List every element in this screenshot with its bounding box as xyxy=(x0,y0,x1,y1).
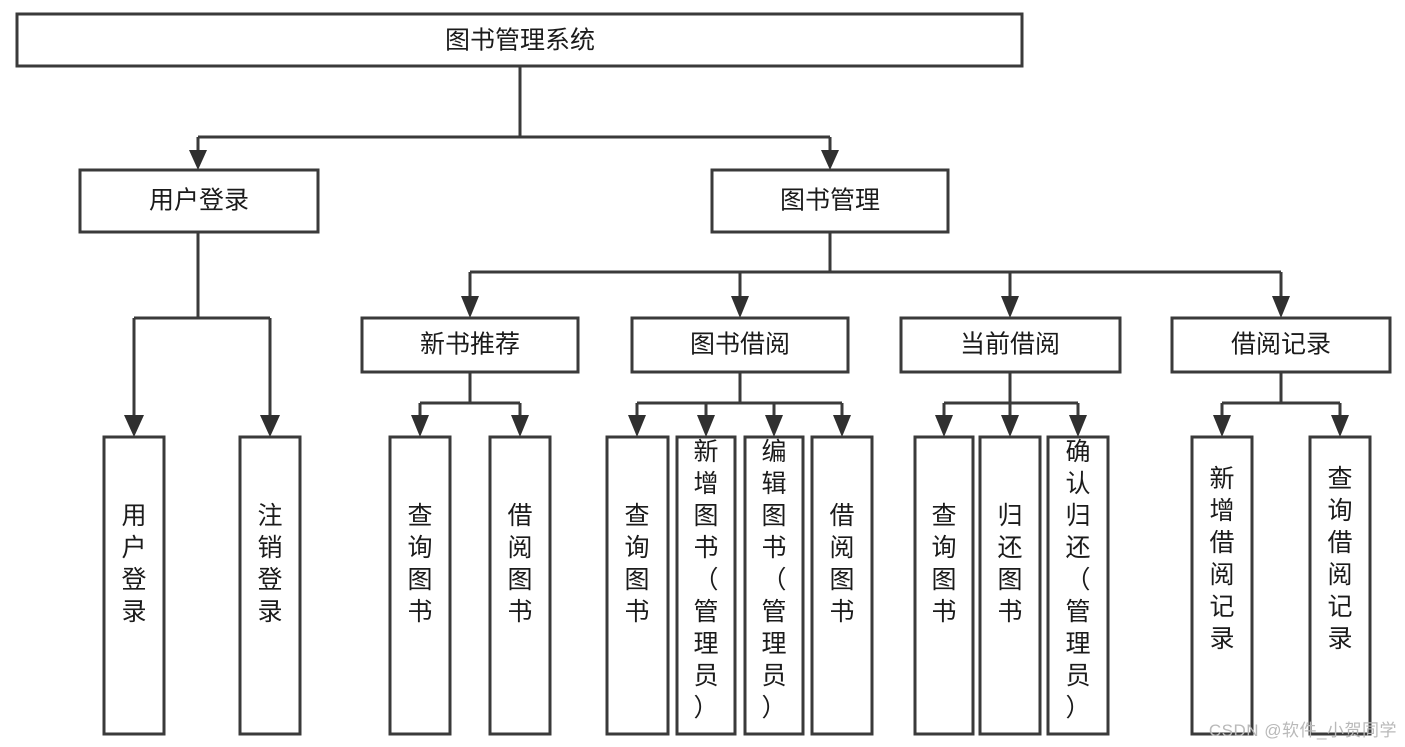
leaf-box[interactable] xyxy=(388,435,452,736)
arrow-icon-leaf-logout xyxy=(260,415,280,437)
arrow-icon-leaf-user-login xyxy=(124,415,144,437)
node-book-management[interactable]: 图书管理 xyxy=(710,168,950,234)
leaf-node[interactable]: 新增借阅记录 xyxy=(1190,435,1254,736)
node-borrow-record-label: 借阅记录 xyxy=(1231,331,1331,359)
leaf-node[interactable]: 查询图书 xyxy=(388,435,452,736)
leaf-box[interactable] xyxy=(605,435,670,736)
leaf-box[interactable] xyxy=(1046,435,1110,736)
arrow-icon-leaf-currentborrow-2 xyxy=(1001,415,1019,437)
node-borrow-record[interactable]: 借阅记录 xyxy=(1170,316,1392,374)
arrow-icon-leaf-bookborrow-2 xyxy=(697,415,715,437)
leaf-node[interactable]: 编辑图书（管理员） xyxy=(743,435,805,736)
leaf-label: 确认归还（管理员） xyxy=(1065,438,1090,722)
leaf-node[interactable]: 借阅图书 xyxy=(810,435,874,736)
leaf-label: 查询图书 xyxy=(624,502,649,626)
leaf-node[interactable]: 查询借阅记录 xyxy=(1308,435,1372,736)
leaf-box[interactable] xyxy=(1190,435,1254,736)
arrow-icon-leaf-currentborrow-1 xyxy=(935,415,953,437)
leaf-label: 借阅图书 xyxy=(829,502,854,626)
arrow-icon-leaf-borrowrecord-2 xyxy=(1331,415,1349,437)
arrow-icon-to-book-manage xyxy=(821,150,839,170)
node-user-login-label: 用户登录 xyxy=(149,187,249,215)
leaf-box[interactable] xyxy=(913,435,975,736)
arrow-icon-to-borrow-record xyxy=(1272,296,1290,318)
arrow-icon-to-user-login xyxy=(189,150,207,170)
leaf-label: 用户登录 xyxy=(121,502,146,626)
leaf-node[interactable]: 查询图书 xyxy=(913,435,975,736)
leaf-label: 查询图书 xyxy=(407,502,432,626)
node-root-box[interactable] xyxy=(15,12,1024,68)
arrow-icon-leaf-borrowrecord-1 xyxy=(1213,415,1231,437)
leaf-node[interactable]: 借阅图书 xyxy=(488,435,552,736)
node-user-login-box[interactable] xyxy=(78,168,320,234)
leaf-node[interactable]: 新增图书（管理员） xyxy=(675,435,737,736)
node-root-label: 图书管理系统 xyxy=(445,27,595,55)
arrow-icon-leaf-newbook-1 xyxy=(411,415,429,437)
leaf-box[interactable] xyxy=(488,435,552,736)
node-book-borrow-box[interactable] xyxy=(630,316,850,374)
arrow-icon-leaf-bookborrow-3 xyxy=(765,415,783,437)
node-new-book-recommend-label: 新书推荐 xyxy=(420,331,520,359)
leaf-label: 查询图书 xyxy=(931,502,956,626)
leaf-label: 注销登录 xyxy=(257,502,282,626)
leaf-label: 新增图书（管理员） xyxy=(693,438,718,722)
node-book-borrow[interactable]: 图书借阅 xyxy=(630,316,850,374)
arrow-icon-to-book-borrow xyxy=(731,296,749,318)
leaf-label: 借阅图书 xyxy=(507,502,532,626)
arrow-icon-leaf-bookborrow-1 xyxy=(628,415,646,437)
node-borrow-record-box[interactable] xyxy=(1170,316,1392,374)
connector-layer xyxy=(124,66,1349,437)
leaf-label: 查询借阅记录 xyxy=(1327,465,1352,653)
leaf-node[interactable]: 用户登录 xyxy=(102,435,166,736)
node-new-book-recommend-box[interactable] xyxy=(360,316,580,374)
leaf-box[interactable] xyxy=(102,435,166,736)
node-new-book-recommend[interactable]: 新书推荐 xyxy=(360,316,580,374)
leaf-box[interactable] xyxy=(675,435,737,736)
leaf-node[interactable]: 查询图书 xyxy=(605,435,670,736)
node-current-borrow[interactable]: 当前借阅 xyxy=(899,316,1122,374)
arrow-icon-leaf-bookborrow-4 xyxy=(833,415,851,437)
leaf-label: 新增借阅记录 xyxy=(1209,465,1234,653)
arrow-icon-to-current-borrow xyxy=(1001,296,1019,318)
leaf-label: 编辑图书（管理员） xyxy=(761,438,786,722)
leaf-node[interactable]: 归还图书 xyxy=(978,435,1042,736)
node-book-borrow-label: 图书借阅 xyxy=(690,331,790,359)
node-user-login[interactable]: 用户登录 xyxy=(78,168,320,234)
arrow-icon-leaf-currentborrow-3 xyxy=(1069,415,1087,437)
node-book-management-label: 图书管理 xyxy=(780,187,880,215)
node-book-management-box[interactable] xyxy=(710,168,950,234)
leaf-label: 归还图书 xyxy=(997,502,1022,626)
leaf-node[interactable]: 确认归还（管理员） xyxy=(1046,435,1110,736)
leaf-box[interactable] xyxy=(978,435,1042,736)
node-current-borrow-box[interactable] xyxy=(899,316,1122,374)
leaf-box[interactable] xyxy=(1308,435,1372,736)
node-root-system[interactable]: 图书管理系统 xyxy=(15,12,1024,68)
leaf-node[interactable]: 注销登录 xyxy=(238,435,302,736)
arrow-icon-to-new-book xyxy=(461,296,479,318)
leaf-box[interactable] xyxy=(238,435,302,736)
arrow-icon-leaf-newbook-2 xyxy=(511,415,529,437)
leaf-box[interactable] xyxy=(743,435,805,736)
node-current-borrow-label: 当前借阅 xyxy=(960,331,1060,359)
leaf-box[interactable] xyxy=(810,435,874,736)
